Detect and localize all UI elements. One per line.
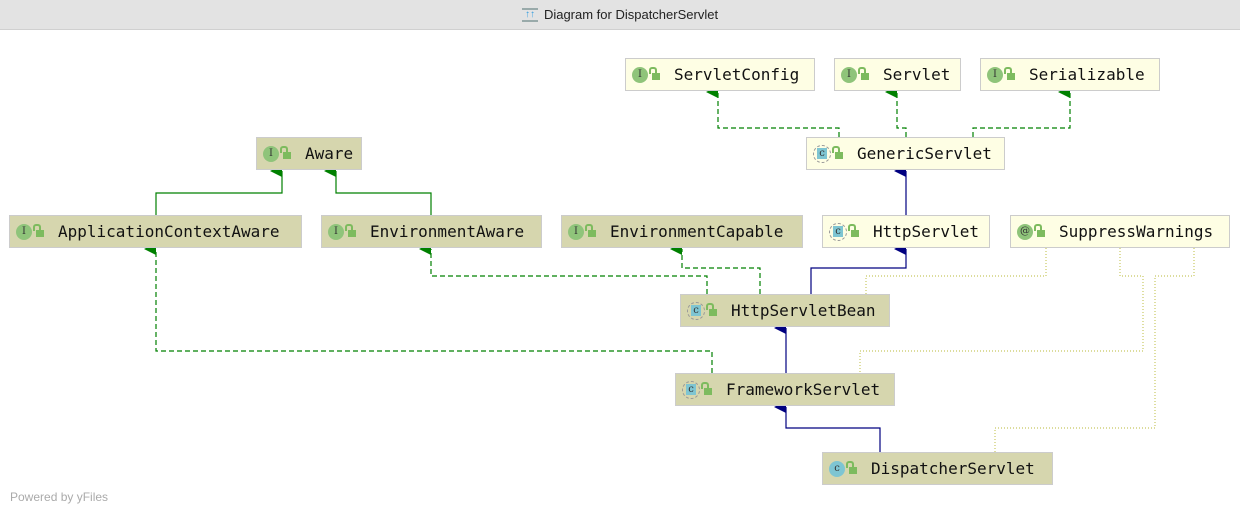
node-label: FrameworkServlet	[726, 380, 881, 399]
public-lock-icon	[1034, 224, 1045, 237]
abstract-class-icon: c	[682, 380, 700, 399]
public-lock-icon	[345, 224, 356, 237]
public-lock-icon	[858, 67, 869, 80]
edge-dispatcher-framework	[774, 401, 881, 452]
public-lock-icon	[280, 146, 291, 159]
node-generic-servlet[interactable]: c GenericServlet	[806, 137, 1005, 170]
edge-appctxaware-aware	[155, 165, 283, 215]
public-lock-icon	[1004, 67, 1015, 80]
edge-bean-httpservlet	[810, 243, 907, 294]
node-label: EnvironmentCapable	[610, 222, 784, 241]
window-titlebar: ↑↑ Diagram for DispatcherServlet	[0, 0, 1240, 30]
interface-icon: I	[568, 223, 584, 240]
public-lock-icon	[846, 461, 857, 474]
node-suppress-warnings[interactable]: @ SuppressWarnings	[1010, 215, 1230, 248]
window-title: Diagram for DispatcherServlet	[543, 7, 719, 22]
node-aware[interactable]: I Aware	[256, 137, 362, 170]
node-application-context-aware[interactable]: I ApplicationContextAware	[9, 215, 302, 248]
edge-generic-servletconfig	[706, 86, 840, 137]
abstract-class-icon: c	[687, 301, 705, 320]
node-servlet[interactable]: I Servlet	[834, 58, 961, 91]
interface-icon: I	[987, 66, 1003, 83]
abstract-class-icon: c	[813, 144, 831, 163]
edge-suppress-dispatcher	[994, 248, 1195, 452]
public-lock-icon	[832, 146, 843, 159]
node-environment-aware[interactable]: I EnvironmentAware	[321, 215, 542, 248]
node-label: HttpServletBean	[731, 301, 876, 320]
interface-icon: I	[328, 223, 344, 240]
node-label: DispatcherServlet	[871, 459, 1035, 478]
edge-framework-appctxaware	[144, 243, 713, 373]
public-lock-icon	[706, 303, 717, 316]
node-servlet-config[interactable]: I ServletConfig	[625, 58, 815, 91]
public-lock-icon	[585, 224, 596, 237]
edge-suppress-bean	[865, 248, 1047, 294]
node-label: HttpServlet	[873, 222, 979, 241]
edge-generic-serializable	[972, 86, 1071, 137]
node-label: ServletConfig	[674, 65, 800, 84]
node-label: GenericServlet	[857, 144, 992, 163]
public-lock-icon	[33, 224, 44, 237]
node-label: Serializable	[1029, 65, 1145, 84]
interface-icon: I	[263, 145, 279, 162]
edge-generic-servlet	[885, 86, 907, 137]
interface-icon: I	[16, 223, 32, 240]
public-lock-icon	[848, 224, 859, 237]
node-serializable[interactable]: I Serializable	[980, 58, 1160, 91]
interface-icon: I	[632, 66, 648, 83]
node-label: ApplicationContextAware	[58, 222, 280, 241]
edge-envaware-aware	[324, 165, 432, 215]
public-lock-icon	[701, 382, 712, 395]
node-framework-servlet[interactable]: c FrameworkServlet	[675, 373, 895, 406]
class-icon: c	[829, 460, 845, 477]
node-environment-capable[interactable]: I EnvironmentCapable	[561, 215, 803, 248]
node-label: Aware	[305, 144, 354, 163]
edge-bean-envcapable	[670, 243, 761, 294]
public-lock-icon	[649, 67, 660, 80]
node-label: SuppressWarnings	[1059, 222, 1214, 241]
node-dispatcher-servlet[interactable]: c DispatcherServlet	[822, 452, 1053, 485]
annotation-icon: @	[1017, 223, 1033, 240]
node-http-servlet[interactable]: c HttpServlet	[822, 215, 990, 248]
node-http-servlet-bean[interactable]: c HttpServletBean	[680, 294, 890, 327]
powered-by-footer: Powered by yFiles	[10, 490, 109, 504]
node-label: EnvironmentAware	[370, 222, 525, 241]
interface-icon: I	[841, 66, 857, 83]
node-label: Servlet	[883, 65, 951, 84]
edge-bean-envaware	[419, 243, 708, 294]
abstract-class-icon: c	[829, 222, 847, 241]
diagram-icon: ↑↑	[521, 7, 538, 22]
edge-suppress-framework	[859, 248, 1144, 373]
